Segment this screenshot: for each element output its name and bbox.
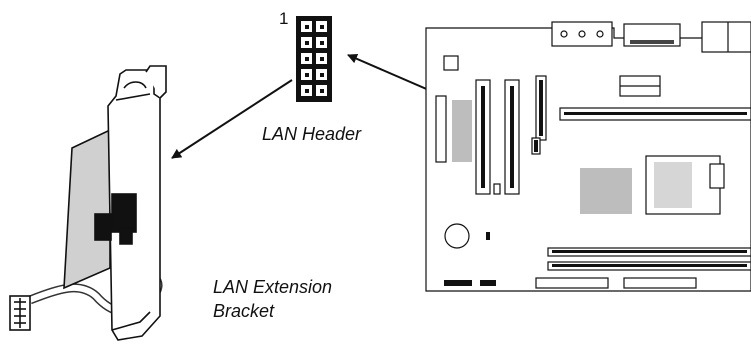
lan-extension-bracket-icon [9, 65, 167, 341]
lan-header-label: LAN Header [262, 124, 362, 144]
arrow-icon [171, 79, 293, 159]
lan-header-connector [296, 16, 332, 102]
bracket-label-line2: Bracket [213, 301, 275, 321]
bracket-label-line1: LAN Extension [213, 277, 333, 297]
motherboard-layout-icon [425, 21, 751, 292]
pin-1-label: 1 [279, 9, 289, 28]
